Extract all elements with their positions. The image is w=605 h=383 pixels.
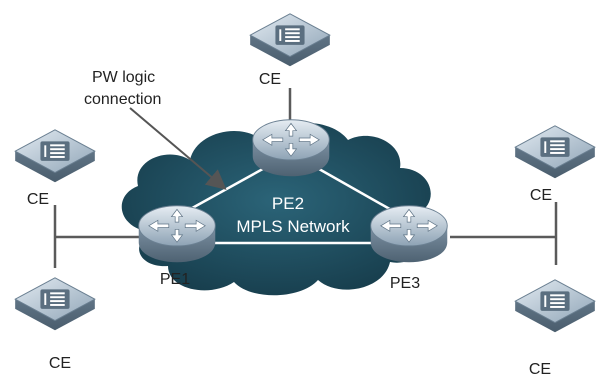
annotation-line1: PW logic: [92, 69, 155, 86]
annotation-arrow: [129, 107, 227, 190]
label-pe2: PE2: [272, 194, 304, 213]
switch-ce-right-bottom-icon[interactable]: [514, 278, 596, 334]
switch-ce-right-top-icon[interactable]: [514, 124, 596, 180]
label-ce-right-top: CE: [530, 187, 552, 204]
router-pe2-icon[interactable]: [252, 119, 330, 177]
switch-ce-left-top-icon[interactable]: [14, 128, 96, 184]
router-pe3-icon[interactable]: [370, 205, 448, 263]
pw-connections: [184, 163, 396, 245]
switch-ce-top-icon[interactable]: [249, 12, 331, 68]
label-pe1: PE1: [160, 271, 190, 288]
pw-pe1-pe2: [184, 163, 271, 214]
label-ce-top: CE: [259, 71, 281, 88]
label-ce-right-bottom: CE: [529, 361, 551, 378]
ce-links: [53, 88, 558, 268]
switch-ce-left-bottom-icon[interactable]: [14, 276, 96, 332]
label-pe3: PE3: [390, 275, 420, 292]
router-pe1-icon[interactable]: [138, 205, 216, 263]
label-ce-left-bottom: CE: [49, 355, 71, 372]
label-mpls-network: MPLS Network: [236, 217, 350, 236]
label-ce-left-top: CE: [27, 191, 49, 208]
pw-pe2-pe3: [311, 163, 396, 214]
annotation-line2: connection: [84, 91, 161, 108]
